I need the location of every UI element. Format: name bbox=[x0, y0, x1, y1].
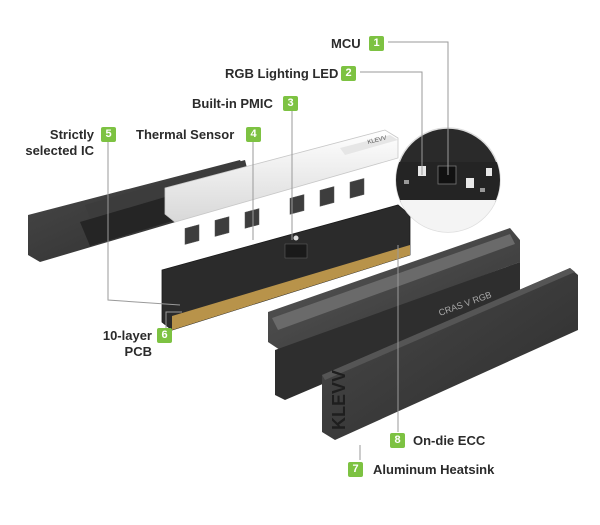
callout-badge-7: 7 bbox=[348, 462, 363, 477]
light-bar-text: KLEVV bbox=[367, 135, 387, 146]
callout-label-rgb-led: RGB Lighting LED bbox=[225, 66, 339, 81]
callout-label-thermal-sensor: Thermal Sensor bbox=[136, 127, 235, 142]
zoom-detail-circle bbox=[395, 127, 501, 233]
callout-badge-5: 5 bbox=[101, 127, 116, 142]
callout-label-selected-ic: Strictly selected IC bbox=[25, 127, 94, 158]
light-bar: KLEVV bbox=[164, 129, 399, 223]
callout-badge-3: 3 bbox=[283, 96, 298, 111]
callout-label-heatsink: Aluminum Heatsink bbox=[373, 462, 495, 477]
leader-line-1 bbox=[388, 41, 449, 175]
leader-line-6 bbox=[165, 311, 182, 328]
callout-badge-8: 8 bbox=[390, 433, 405, 448]
leader-lines bbox=[107, 41, 449, 460]
callout-label-pmic: Built-in PMIC bbox=[192, 96, 273, 111]
callout-badge-2: 2 bbox=[341, 66, 356, 81]
plate-logo-text: KLEVV bbox=[329, 370, 349, 430]
callout-badge-4: 4 bbox=[246, 127, 261, 142]
callout-label-ecc: On-die ECC bbox=[413, 433, 486, 448]
leader-line-2 bbox=[360, 71, 423, 175]
callout-badge-1: 1 bbox=[369, 36, 384, 51]
leader-line-5 bbox=[107, 140, 181, 306]
front-plate: KLEVV bbox=[322, 268, 578, 440]
callout-label-mcu: MCU bbox=[331, 36, 361, 51]
pcb-module bbox=[161, 178, 411, 331]
callout-label-pcb: 10-layer PCB bbox=[102, 328, 152, 359]
callout-badge-6: 6 bbox=[157, 328, 172, 343]
